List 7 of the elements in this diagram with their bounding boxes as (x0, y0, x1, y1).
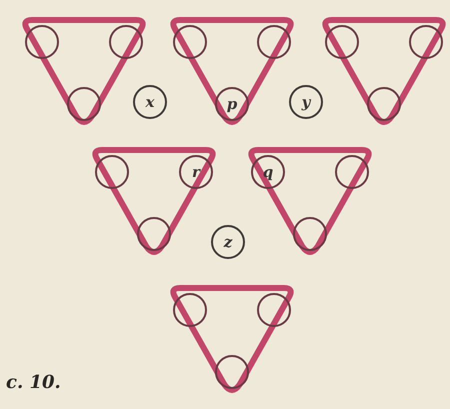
figure-caption: c. 10. (6, 372, 61, 393)
letter-circle: r (179, 155, 213, 189)
letter-circle: p (215, 87, 249, 121)
letter-circle: q (251, 155, 285, 189)
letter-circle: y (289, 85, 323, 119)
letter-circle: x (133, 85, 167, 119)
letter-circle: z (211, 225, 245, 259)
